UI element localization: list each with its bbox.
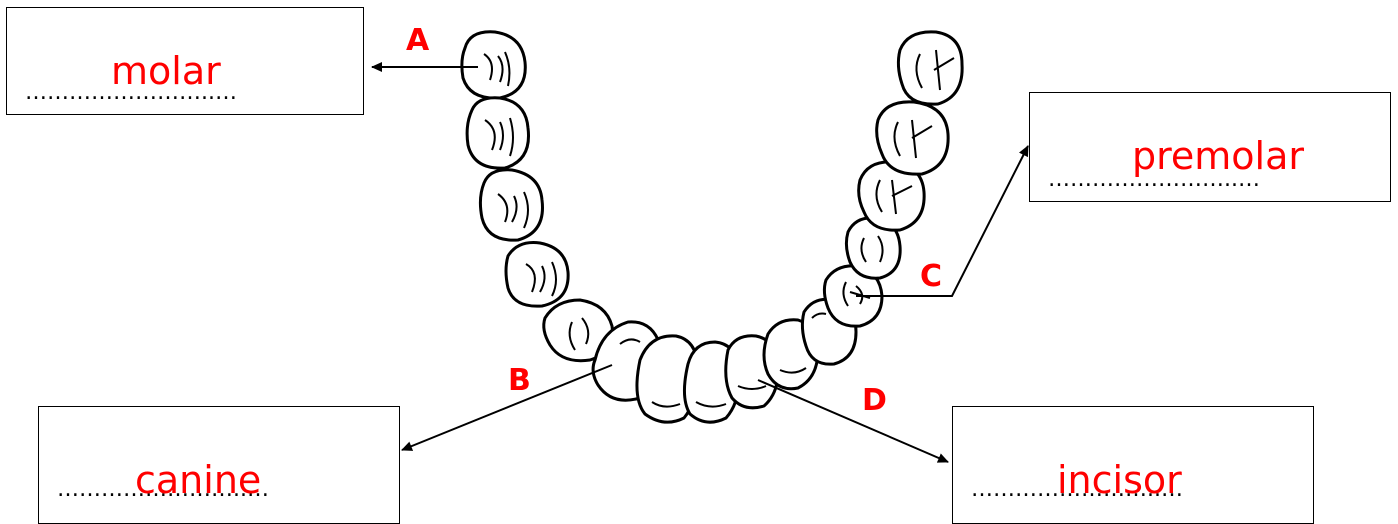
label-d: D [862, 383, 887, 418]
answer-canine: canine [135, 458, 262, 502]
tooth-right-molar-2 [875, 100, 950, 176]
label-c: C [920, 259, 943, 294]
answer-box-premolar: ……………………..… premolar [1029, 92, 1391, 202]
tooth-left-3 [478, 168, 544, 242]
arrow-b [401, 364, 613, 451]
label-b: B [508, 363, 531, 398]
answer-molar: molar [111, 49, 221, 93]
tooth-left-1 [460, 30, 527, 100]
arrow-d [757, 379, 949, 463]
arrow-c [856, 145, 1029, 297]
label-a: A [406, 23, 430, 58]
dotted-line: ……………………..… [25, 82, 237, 104]
dotted-line: ……………………..… [1048, 169, 1260, 191]
tooth-left-2 [465, 96, 531, 170]
tooth-left-4 [504, 241, 570, 308]
dotted-line: ……………………..… [971, 479, 1183, 501]
answer-box-incisor: ……………………..… incisor [952, 406, 1314, 524]
answer-incisor: incisor [1057, 458, 1182, 502]
answer-box-canine: ……………………..… canine [38, 406, 400, 524]
answer-box-molar: ……………………..… molar [6, 7, 364, 115]
answer-premolar: premolar [1132, 134, 1305, 178]
tooth-right-molar-3 [896, 30, 964, 106]
dotted-line: ……………………..… [57, 479, 269, 501]
